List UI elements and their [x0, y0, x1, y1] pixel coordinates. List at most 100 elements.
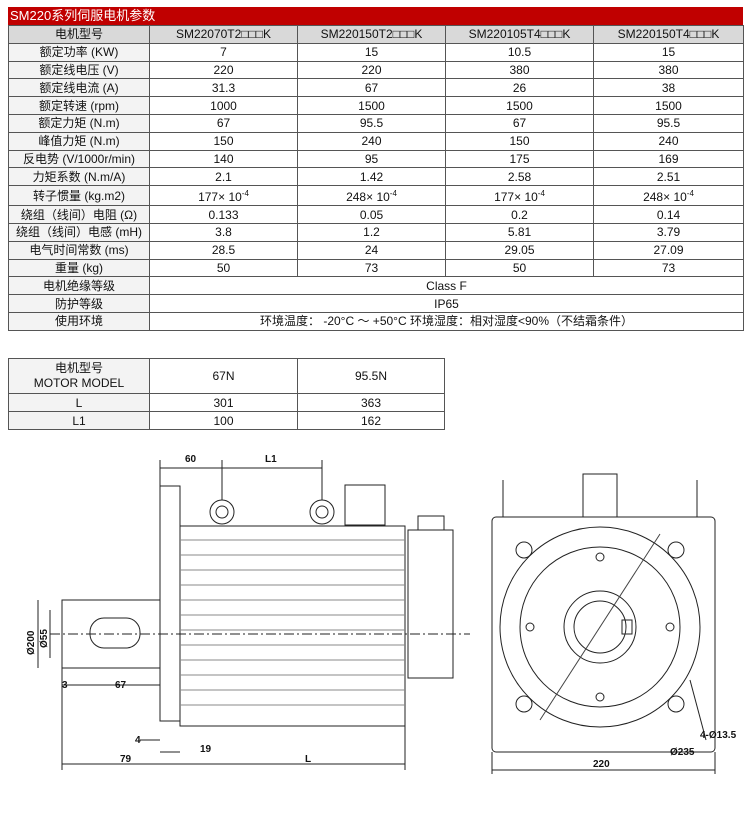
- spec-cell: 67: [445, 113, 594, 133]
- end-view-outline: [491, 516, 716, 753]
- spec-cell: 95.5: [297, 113, 446, 133]
- insulation-row-value: Class F: [149, 276, 744, 296]
- spec-cell: 95: [297, 149, 446, 169]
- spec-cell-value: 1.42: [359, 169, 384, 184]
- spec-cell: 31.3: [149, 78, 298, 98]
- spec-cell: 150: [445, 131, 594, 151]
- spec-cell: 2.1: [149, 167, 298, 187]
- spec-cell: 1500: [297, 96, 446, 115]
- spec-cell-value: 177× 10: [198, 190, 242, 205]
- spec-cell: 29.05: [445, 240, 594, 260]
- spec-cell: 1.42: [297, 167, 446, 187]
- spec-cell: 240: [297, 131, 446, 151]
- protection-row-label: 防护等级: [8, 294, 150, 313]
- dim-4: 4: [135, 735, 141, 746]
- shaft-key: [89, 617, 141, 649]
- spec-cell-value: 1000: [210, 98, 237, 113]
- spec-cell-value: 240: [658, 134, 679, 149]
- body-fins: [180, 539, 405, 706]
- spec-cell: 177× 10-4: [445, 185, 594, 207]
- spec-row-label: 重量 (kg): [8, 258, 150, 278]
- dim-cell: 363: [297, 393, 445, 412]
- spec-cell-value: 73: [661, 260, 676, 275]
- dim-pcd: Ø235: [670, 747, 695, 758]
- dim-cell: 162: [297, 411, 445, 430]
- spec-cell-value: 1500: [358, 98, 385, 113]
- spec-cell: 220: [297, 60, 446, 80]
- spec-cell-value: 1.2: [363, 225, 380, 240]
- spec-cell-value: 28.5: [211, 243, 236, 258]
- spec-cell: 3.79: [593, 222, 744, 242]
- spec-cell-value: 3.8: [215, 225, 232, 240]
- spec-cell-value: 73: [364, 260, 379, 275]
- spec-cell: 26: [445, 78, 594, 98]
- spec-cell-value: 248× 10: [643, 190, 687, 205]
- spec-row-label: 峰值力矩 (N.m): [8, 131, 150, 151]
- spec-cell: 220: [149, 60, 298, 80]
- spec-cell: 1500: [593, 96, 744, 115]
- spec-cell: 169: [593, 149, 744, 169]
- spec-cell: 1.2: [297, 222, 446, 242]
- spec-row-label: 额定力矩 (N.m): [8, 113, 150, 133]
- spec-cell: 0.14: [593, 205, 744, 224]
- spec-cell-value: 2.51: [656, 169, 681, 184]
- spec-cell-value: 10.5: [507, 45, 532, 60]
- dim-column-header: 95.5N: [297, 358, 445, 394]
- spec-cell-value: 67: [512, 116, 527, 131]
- dim-l: L: [305, 754, 311, 765]
- spec-cell: 73: [593, 258, 744, 278]
- spec-cell: 95.5: [593, 113, 744, 133]
- spec-cell-value: 380: [509, 62, 530, 77]
- spec-cell-value: 95: [364, 151, 379, 166]
- spec-cell-value: 26: [512, 80, 527, 95]
- lifting-eye-right: [309, 499, 335, 525]
- spec-cell: 27.09: [593, 240, 744, 260]
- dim-l1: L1: [265, 454, 277, 465]
- spec-cell: 10.5: [445, 42, 594, 62]
- spec-cell-value: 67: [216, 116, 231, 131]
- spec-cell-value: 3.79: [656, 225, 681, 240]
- spec-cell-value: 7: [220, 45, 227, 60]
- spec-cell-value: 2.58: [507, 169, 532, 184]
- spec-cell-value: 24: [364, 243, 379, 258]
- spec-cell-value: 5.81: [507, 225, 532, 240]
- spec-cell-value: 50: [512, 260, 527, 275]
- spec-cell: 240: [593, 131, 744, 151]
- spec-cell-value: 169: [658, 151, 679, 166]
- dim-220: 220: [593, 759, 610, 770]
- spec-row-label: 额定功率 (KW): [8, 42, 150, 62]
- spec-row: 电气时间常数 (ms) 28.5 24 29.05 27.09: [8, 240, 744, 260]
- model-name: SM220150T4□□□K: [593, 25, 744, 44]
- dim-shaft-55: Ø55: [39, 629, 50, 648]
- environment-row-label: 使用环境: [8, 311, 150, 331]
- motor-dimension-drawing: 60 L1 Ø200 Ø55 3 67 4 19 79 L 4-Ø13.5 Ø2…: [26, 454, 737, 774]
- dim-cell: 301: [149, 393, 298, 412]
- spec-cell: 380: [593, 60, 744, 80]
- dim-header-label-en: MOTOR MODEL: [33, 376, 125, 390]
- spec-cell-value: 31.3: [211, 80, 236, 95]
- spec-cell-value: 140: [213, 151, 234, 166]
- dim-column-header: 67N: [149, 358, 298, 394]
- spec-cell-value: 150: [509, 134, 530, 149]
- spec-cell-exponent: -4: [537, 189, 545, 199]
- spec-cell: 0.2: [445, 205, 594, 224]
- spec-cell-value: 0.133: [208, 207, 239, 222]
- spec-cell-value: 380: [658, 62, 679, 77]
- spec-cell: 15: [297, 42, 446, 62]
- spec-cell: 67: [297, 78, 446, 98]
- spec-cell-exponent: -4: [686, 189, 694, 199]
- spec-row-label: 电气时间常数 (ms): [8, 240, 150, 260]
- spec-cell-value: 220: [361, 62, 382, 77]
- spec-cell-value: 29.05: [504, 243, 535, 258]
- encoder-cover: [407, 529, 454, 679]
- dim-row-label: L1: [8, 411, 150, 430]
